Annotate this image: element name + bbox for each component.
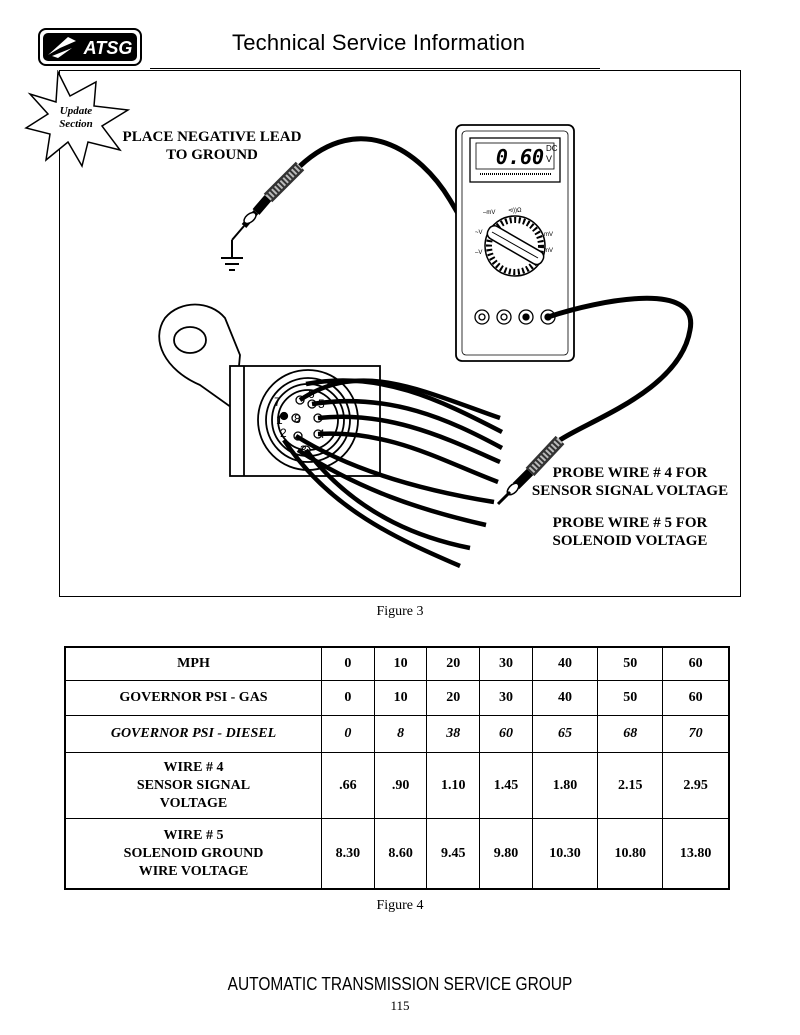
table-cell: 20 — [426, 646, 481, 681]
table-cell: 30 — [479, 679, 533, 716]
page-number: 115 — [390, 998, 410, 1013]
callout-wire4: PROBE WIRE # 4 FOR SENSOR SIGNAL VOLTAGE — [520, 464, 740, 500]
table-cell: .90 — [373, 751, 428, 820]
table-cell: 60 — [662, 679, 730, 716]
table-cell: 13.80 — [662, 818, 730, 890]
meter-reading: 0.60 — [496, 145, 544, 169]
svg-text:–V: –V — [475, 250, 482, 256]
row-label: WIRE # 4 SENSOR SIGNAL VOLTAGE — [64, 751, 322, 820]
table-cell: 60 — [479, 714, 533, 753]
table-cell: 40 — [531, 646, 599, 681]
pin-label: 3 — [300, 443, 307, 457]
meter-unit-v: V — [546, 154, 552, 164]
table-cell: 10 — [373, 646, 428, 681]
wiring-diagram: 0.60 DC V –mV ⊲))Ω ~V –V mV mV — [158, 124, 694, 569]
figure-frame — [59, 70, 741, 597]
row-label-line: VOLTAGE — [159, 795, 228, 811]
row-label-line: WIRE VOLTAGE — [138, 863, 249, 879]
wire-harness — [282, 378, 504, 569]
callout-wire5: PROBE WIRE # 5 FOR SOLENOID VOLTAGE — [520, 514, 740, 550]
row-label-line: GOVERNOR PSI - DIESEL — [110, 725, 277, 741]
row-label: WIRE # 5 SOLENOID GROUND WIRE VOLTAGE — [64, 818, 322, 890]
row-label-line: WIRE # 5 — [163, 827, 224, 843]
table-cell: 0 — [321, 679, 375, 716]
svg-text:ATSG: ATSG — [83, 38, 133, 58]
footer-title: AUTOMATIC TRANSMISSION SERVICE GROUP — [227, 974, 573, 994]
table-cell: 50 — [597, 679, 664, 716]
pin-label: 2 — [280, 426, 287, 440]
row-label-line: GOVERNOR PSI - GAS — [119, 689, 268, 705]
callout-wire4-line1: PROBE WIRE # 4 FOR — [552, 465, 708, 481]
header-rule — [150, 68, 600, 69]
callout-wire5-line2: SOLENOID VOLTAGE — [552, 533, 708, 549]
table-cell: 40 — [531, 679, 599, 716]
figure4-caption: Figure 4 — [376, 898, 424, 913]
table-cell: 2.15 — [597, 751, 664, 820]
callout-wire5-line1: PROBE WIRE # 5 FOR — [552, 515, 708, 531]
table-cell: 1.45 — [479, 751, 533, 820]
table-cell: .66 — [321, 751, 375, 820]
ground-symbol-icon — [221, 240, 243, 271]
update-section-badge: Update Section — [24, 70, 131, 168]
negative-lead-clip — [231, 161, 305, 241]
svg-text:mV: mV — [544, 232, 553, 238]
pin-label: 8 — [294, 412, 301, 426]
svg-text:Section: Section — [59, 118, 93, 130]
callout-ground: PLACE NEGATIVE LEAD TO GROUND — [112, 128, 312, 164]
svg-text:~V: ~V — [475, 230, 483, 236]
table-cell: 10.80 — [597, 818, 664, 890]
row-label-line: SOLENOID GROUND — [123, 845, 264, 861]
table-cell: 10 — [373, 679, 428, 716]
table-cell: 1.80 — [531, 751, 599, 820]
callout-ground-line2: TO GROUND — [166, 147, 258, 163]
row-label-line: WIRE # 4 — [163, 759, 224, 775]
governor-connector — [158, 303, 381, 477]
table-cell: 8.30 — [321, 818, 375, 890]
figure3-caption: Figure 3 — [376, 604, 424, 619]
table-cell: 8.60 — [373, 818, 428, 890]
atsg-logo: ATSG — [38, 28, 142, 66]
row-label-line: MPH — [177, 655, 210, 671]
table-cell: 10.30 — [531, 818, 599, 890]
table-cell: 68 — [597, 714, 664, 753]
svg-text:mV: mV — [544, 248, 553, 254]
table-cell: 65 — [531, 714, 599, 753]
table-cell: 0 — [321, 714, 375, 753]
table-cell: 50 — [597, 646, 664, 681]
table-cell: 8 — [373, 714, 428, 753]
pin-label: 1 — [276, 413, 283, 427]
meter-unit-dc: DC — [546, 144, 558, 153]
page-title: Technical Service Information — [232, 30, 526, 55]
row-label: GOVERNOR PSI - GAS — [64, 679, 322, 716]
table-cell: 20 — [426, 679, 481, 716]
table-cell: 9.80 — [479, 818, 533, 890]
table-cell: 60 — [662, 646, 730, 681]
callout-ground-line1: PLACE NEGATIVE LEAD — [122, 129, 302, 145]
positive-probe — [496, 435, 565, 506]
callout-wire4-line2: SENSOR SIGNAL VOLTAGE — [531, 483, 729, 499]
row-label: GOVERNOR PSI - DIESEL — [64, 714, 322, 753]
multimeter: 0.60 DC V –mV ⊲))Ω ~V –V mV mV — [455, 124, 575, 362]
table-cell: 1.10 — [426, 751, 481, 820]
row-label-line: SENSOR SIGNAL — [136, 777, 251, 793]
table-cell: 9.45 — [426, 818, 481, 890]
table-cell: 30 — [479, 646, 533, 681]
row-label: MPH — [64, 646, 322, 681]
table-cell: 2.95 — [662, 751, 730, 820]
svg-text:⊲))Ω: ⊲))Ω — [508, 208, 522, 214]
svg-text:–mV: –mV — [483, 210, 495, 216]
table-cell: 0 — [321, 646, 375, 681]
pin-label: 7 — [274, 395, 281, 409]
table-cell: 70 — [662, 714, 730, 753]
svg-text:Update: Update — [60, 105, 93, 117]
positive-lead-wire — [547, 295, 694, 443]
table-cell: 38 — [426, 714, 481, 753]
